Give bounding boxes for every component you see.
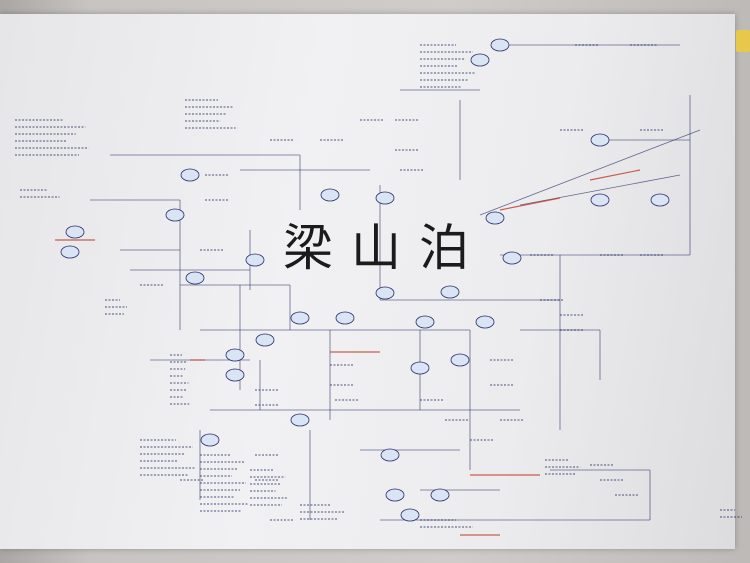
poster-title: 梁山泊	[283, 219, 487, 277]
character-node	[335, 311, 355, 325]
yellow-sticky-tab	[736, 30, 750, 52]
character-node	[415, 315, 435, 329]
character-node	[290, 311, 310, 325]
character-node	[200, 433, 220, 447]
character-node	[502, 251, 522, 265]
character-node	[475, 315, 495, 329]
red-annotation-line	[499, 197, 561, 211]
character-node	[375, 286, 395, 300]
character-node	[65, 225, 85, 239]
character-node	[590, 133, 610, 147]
character-node	[245, 253, 265, 267]
character-node	[60, 245, 80, 259]
connector-line	[479, 129, 701, 216]
character-node	[165, 208, 185, 222]
character-node	[225, 348, 245, 362]
character-node	[485, 211, 505, 225]
character-node	[590, 193, 610, 207]
character-node	[470, 53, 490, 67]
red-annotation-line	[589, 169, 641, 181]
character-node	[440, 285, 460, 299]
character-node	[410, 361, 430, 375]
character-node	[225, 368, 245, 382]
character-node	[450, 353, 470, 367]
character-node	[290, 413, 310, 427]
character-node	[185, 271, 205, 285]
character-node	[490, 38, 510, 52]
character-node	[400, 508, 420, 522]
character-node	[180, 168, 200, 182]
character-node	[380, 448, 400, 462]
character-node	[320, 188, 340, 202]
connector-line	[519, 174, 681, 206]
character-node	[430, 488, 450, 502]
hand-drawn-poster	[0, 14, 735, 549]
character-node	[385, 488, 405, 502]
character-node	[375, 191, 395, 205]
character-node	[255, 333, 275, 347]
character-node	[650, 193, 670, 207]
